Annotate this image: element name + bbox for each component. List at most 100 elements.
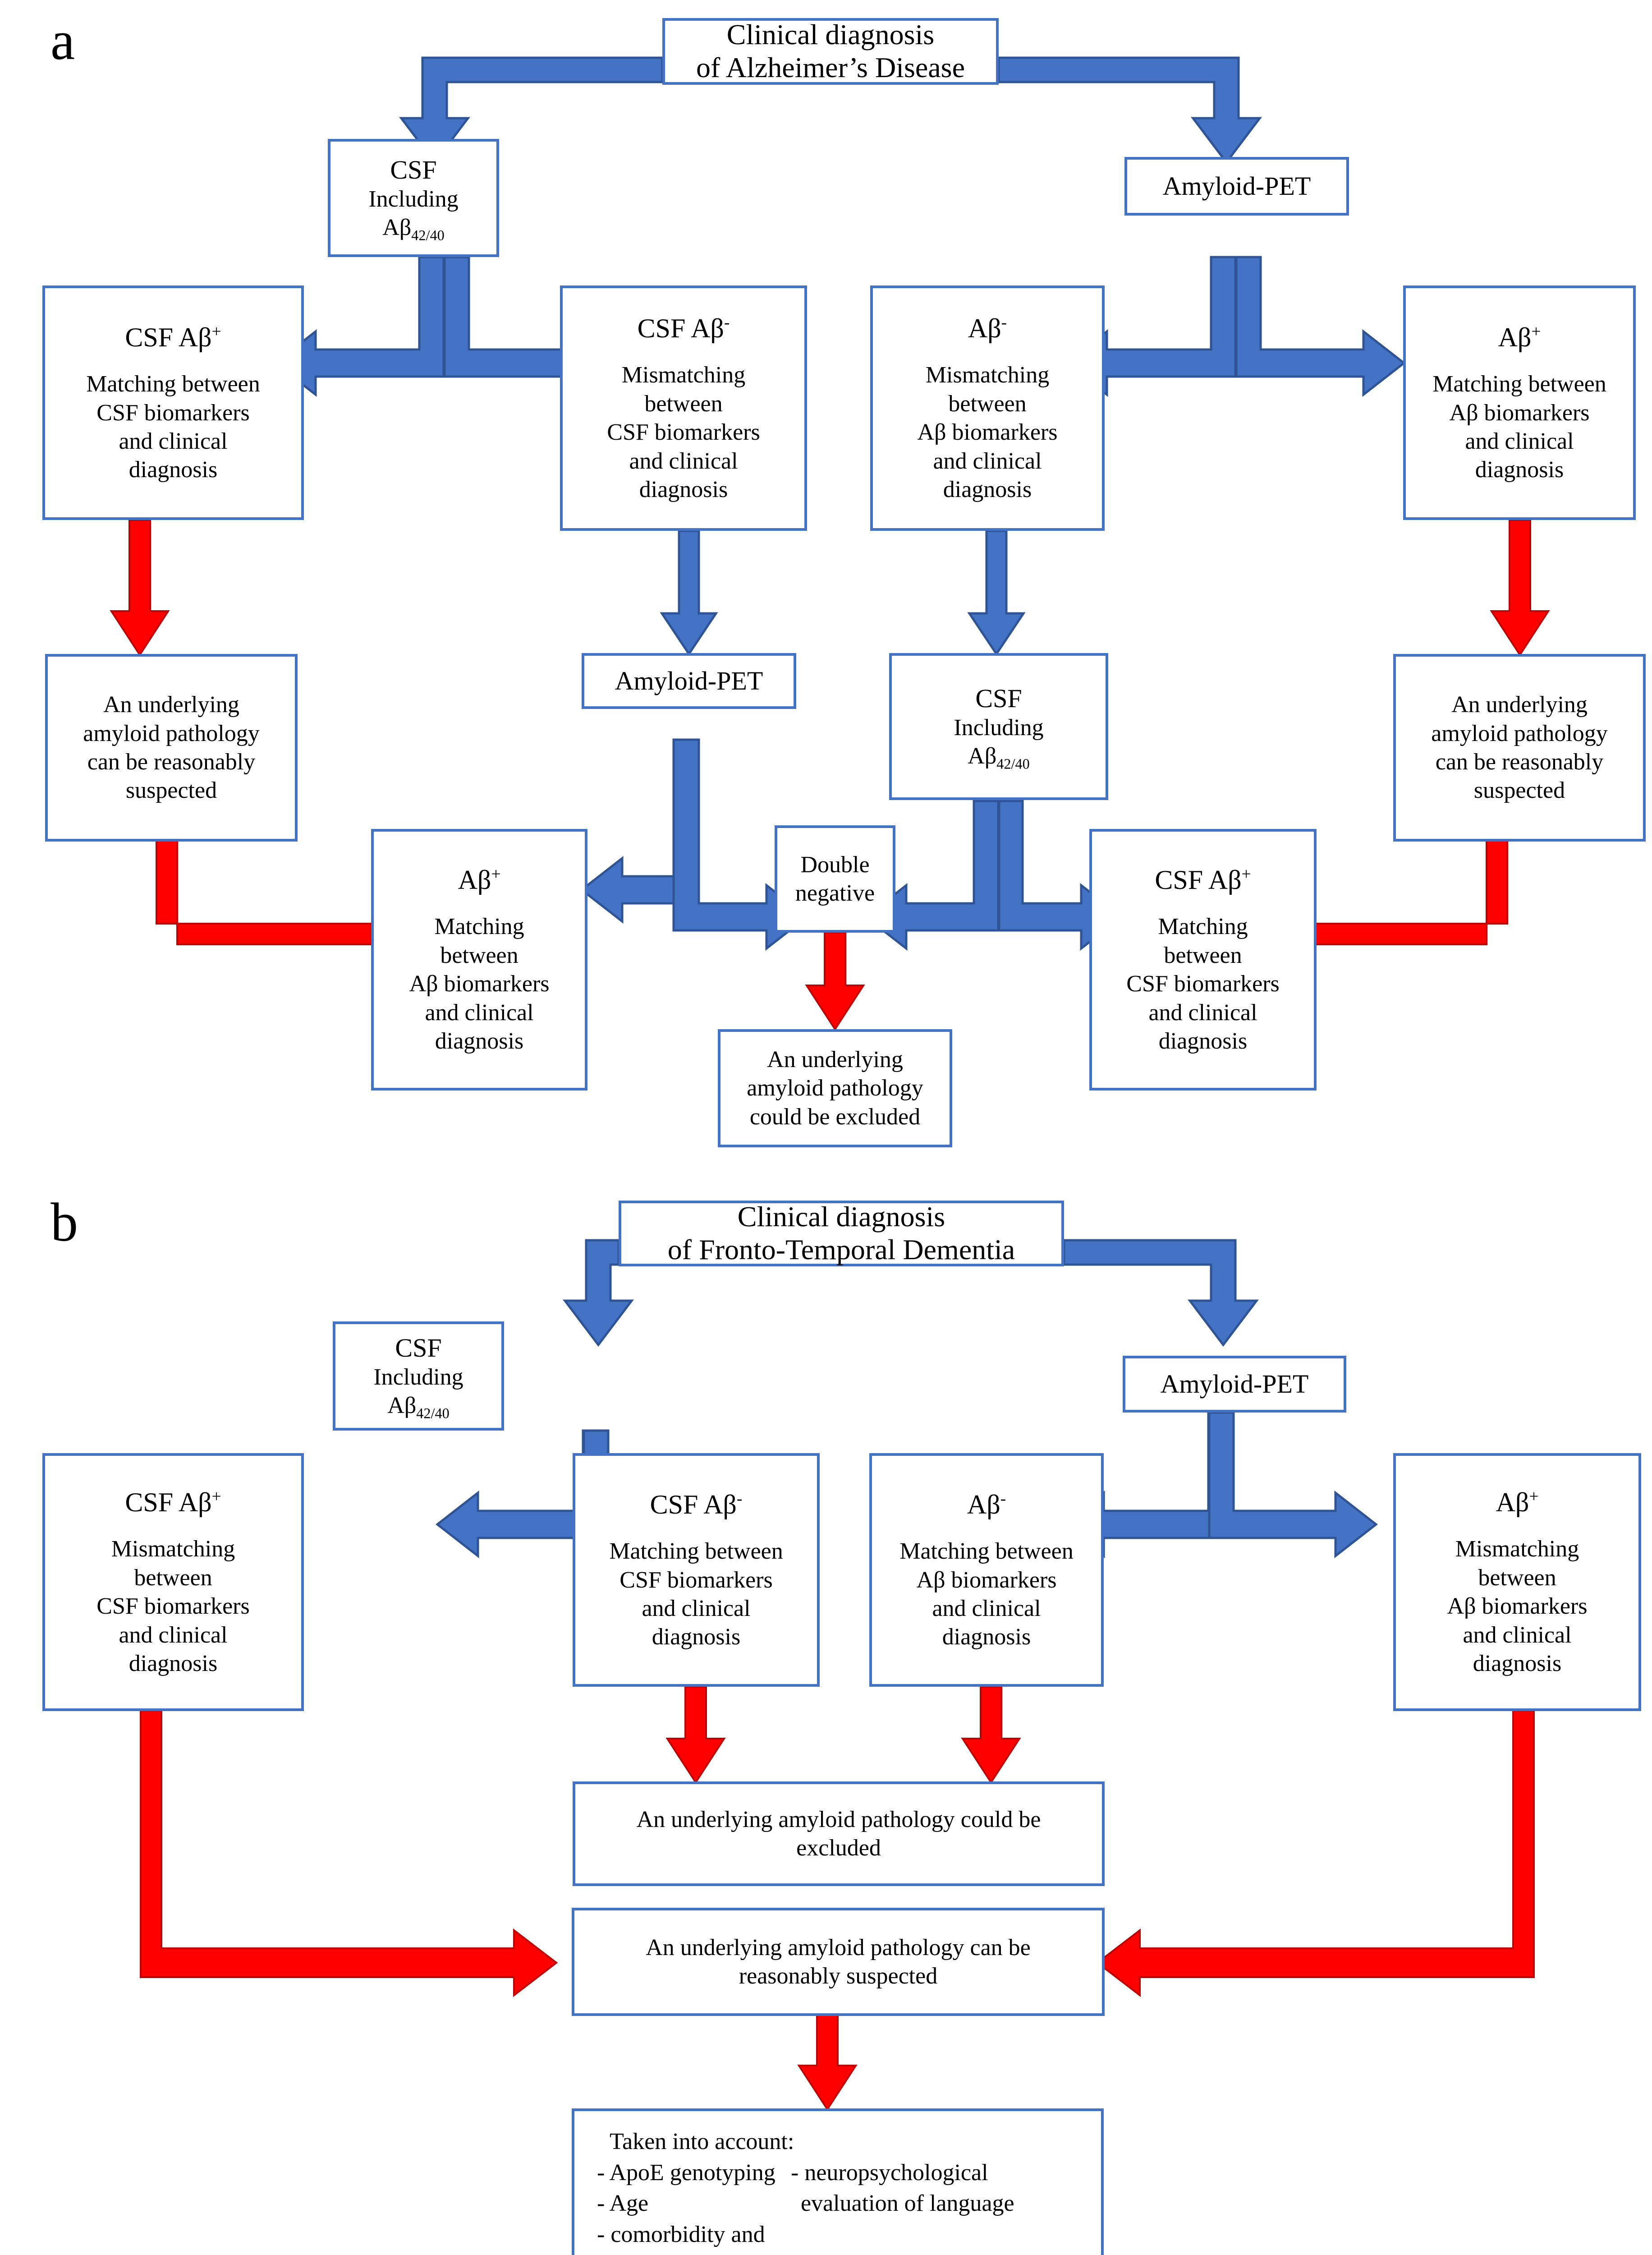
node-body-line: between <box>1478 1565 1556 1591</box>
node-body-line: CSF biomarkers <box>1126 971 1280 997</box>
node-body-line: can be reasonably <box>87 749 256 775</box>
node-body-line: CSF biomarkers <box>96 400 250 426</box>
node-body-line: and clinical <box>933 448 1042 474</box>
node-abeta-pos-bottom-a: Aβ+ Matching between Aβ biomarkers and c… <box>371 829 587 1091</box>
node-head: Aβ+ <box>1498 322 1541 353</box>
node-body-line: Matching between <box>899 1538 1074 1565</box>
node-body-line: suspected <box>1473 778 1565 804</box>
csf-label: CSF <box>975 683 1022 713</box>
node-body-line: Matching between <box>1432 371 1606 397</box>
csf-including-label: Including <box>954 715 1044 741</box>
node-head: CSF Aβ+ <box>125 322 221 353</box>
csf-label: CSF <box>395 1333 442 1362</box>
csf-abeta-ratio-label: Aβ42/40 <box>968 743 1030 772</box>
node-csf-abeta-pos-a: CSF Aβ+ Matching between CSF biomarkers … <box>42 285 304 520</box>
node-body-line: diagnosis <box>128 1651 218 1677</box>
node-head: CSF Aβ- <box>650 1490 743 1520</box>
node-excluded-a: An underlying amyloid pathology could be… <box>718 1029 952 1147</box>
node-body-line: diagnosis <box>1158 1028 1248 1054</box>
node-suspected-left-a: An underlying amyloid pathology can be r… <box>45 654 298 842</box>
node-body-line: diagnosis <box>639 477 728 503</box>
amyloid-pet-label: Amyloid-PET <box>615 666 763 696</box>
amyloid-pet-label: Amyloid-PET <box>1160 1369 1309 1399</box>
csf-label: CSF <box>390 155 437 184</box>
title-line-1: Clinical diagnosis <box>737 1201 945 1233</box>
node-body-line: diagnosis <box>128 457 218 483</box>
node-body-line: diagnosis <box>652 1624 741 1650</box>
acct-header: Taken into account: <box>610 2129 794 2154</box>
title-line-2: of Alzheimer’s Disease <box>696 51 965 83</box>
node-head: CSF Aβ+ <box>1155 865 1251 895</box>
node-head: Aβ- <box>968 313 1007 344</box>
node-head: CSF Aβ+ <box>125 1487 221 1518</box>
node-body-line: and clinical <box>1463 1622 1572 1648</box>
acct-item: - comorbidity and <box>597 2221 765 2247</box>
node-body-line: Aβ biomarkers <box>409 971 550 997</box>
node-suspected-right-a: An underlying amyloid pathology can be r… <box>1393 654 1646 842</box>
node-body-line: Matching between <box>609 1538 783 1565</box>
node-double-negative-a: Double negative <box>775 825 895 933</box>
node-amyloid-pet-mid-a: Amyloid-PET <box>582 653 796 709</box>
node-body-line: between <box>644 391 723 417</box>
node-body-line: Matching between <box>86 371 260 397</box>
node-body-line: Mismatching <box>111 1536 235 1562</box>
node-body-line: An underlying amyloid pathology could be <box>636 1806 1041 1832</box>
node-body-line: and clinical <box>629 448 738 474</box>
node-body-line: Double <box>800 851 870 878</box>
node-body-line: An underlying <box>1451 692 1588 718</box>
node-body-line: between <box>948 391 1027 417</box>
node-head: Aβ+ <box>458 865 501 895</box>
node-body-line: diagnosis <box>1473 1651 1562 1677</box>
csf-including-label: Including <box>373 1364 463 1390</box>
taken-into-account-list: Taken into account: - ApoE genotyping - n… <box>579 2126 1097 2255</box>
node-body-line: excluded <box>796 1835 881 1861</box>
node-csf-top-a: CSF Including Aβ42/40 <box>328 139 499 257</box>
node-body-line: reasonably suspected <box>739 1963 938 1989</box>
node-amyloid-pet-top-b: Amyloid-PET <box>1123 1356 1346 1413</box>
node-body-line: amyloid pathology <box>747 1075 923 1101</box>
node-amyloid-pet-top-a: Amyloid-PET <box>1124 157 1349 216</box>
node-body-line: An underlying amyloid pathology can be <box>646 1934 1031 1960</box>
node-body-line: An underlying <box>767 1046 903 1072</box>
node-body-line: diagnosis <box>435 1028 524 1054</box>
node-clinical-diagnosis-ad: Clinical diagnosis of Alzheimer’s Diseas… <box>662 18 999 85</box>
node-body-line: CSF biomarkers <box>96 1593 250 1620</box>
node-body-line: Matching <box>434 914 524 940</box>
node-excluded-b: An underlying amyloid pathology could be… <box>573 1781 1105 1886</box>
node-body-line: and clinical <box>119 1622 228 1648</box>
csf-including-label: Including <box>368 186 459 212</box>
node-body-line: can be reasonably <box>1435 749 1604 775</box>
node-taken-into-account-b: Taken into account: - ApoE genotyping - n… <box>572 2108 1104 2255</box>
node-abeta-neg-b: Aβ- Matching between Aβ biomarkers and c… <box>869 1453 1104 1687</box>
node-body-line: and clinical <box>642 1596 751 1621</box>
node-body-line: CSF biomarkers <box>607 419 760 446</box>
node-body-line: Aβ biomarkers <box>916 1567 1057 1593</box>
node-body-line: and clinical <box>1148 999 1257 1026</box>
node-body-line: Mismatching <box>1455 1536 1579 1562</box>
panel-letter-b: b <box>50 1192 78 1253</box>
acct-item: evaluation of language <box>801 2191 1014 2217</box>
node-body-line: diagnosis <box>1475 457 1564 483</box>
node-body-line: between <box>1164 942 1242 968</box>
acct-item: - neuropsychological <box>791 2159 988 2186</box>
acct-item: - ApoE genotyping <box>597 2159 776 2186</box>
acct-item: co-pathology <box>597 2250 791 2255</box>
node-abeta-neg-a: Aβ- Mismatching between Aβ biomarkers an… <box>870 285 1105 531</box>
node-csf-abeta-neg-b: CSF Aβ- Matching between CSF biomarkers … <box>573 1453 820 1687</box>
title-line-1: Clinical diagnosis <box>726 18 935 51</box>
node-body-line: An underlying <box>103 692 239 718</box>
node-clinical-diagnosis-ftd: Clinical diagnosis of Fronto-Temporal De… <box>619 1201 1064 1266</box>
node-body-line: Mismatching <box>925 362 1050 388</box>
node-head: Aβ- <box>967 1490 1006 1520</box>
panel-letter-a: a <box>50 10 75 71</box>
node-csf-top-b: CSF Including Aβ42/40 <box>333 1321 504 1431</box>
node-body-line: could be excluded <box>749 1104 921 1130</box>
node-suspected-b: An underlying amyloid pathology can be r… <box>572 1908 1105 2016</box>
csf-abeta-ratio-label: Aβ42/40 <box>387 1392 450 1422</box>
node-body-line: and clinical <box>425 999 534 1026</box>
node-body-line: negative <box>795 880 875 906</box>
node-body-line: between <box>440 942 519 968</box>
node-body-line: and clinical <box>119 428 228 454</box>
node-abeta-pos-a: Aβ+ Matching between Aβ biomarkers and c… <box>1403 285 1636 520</box>
